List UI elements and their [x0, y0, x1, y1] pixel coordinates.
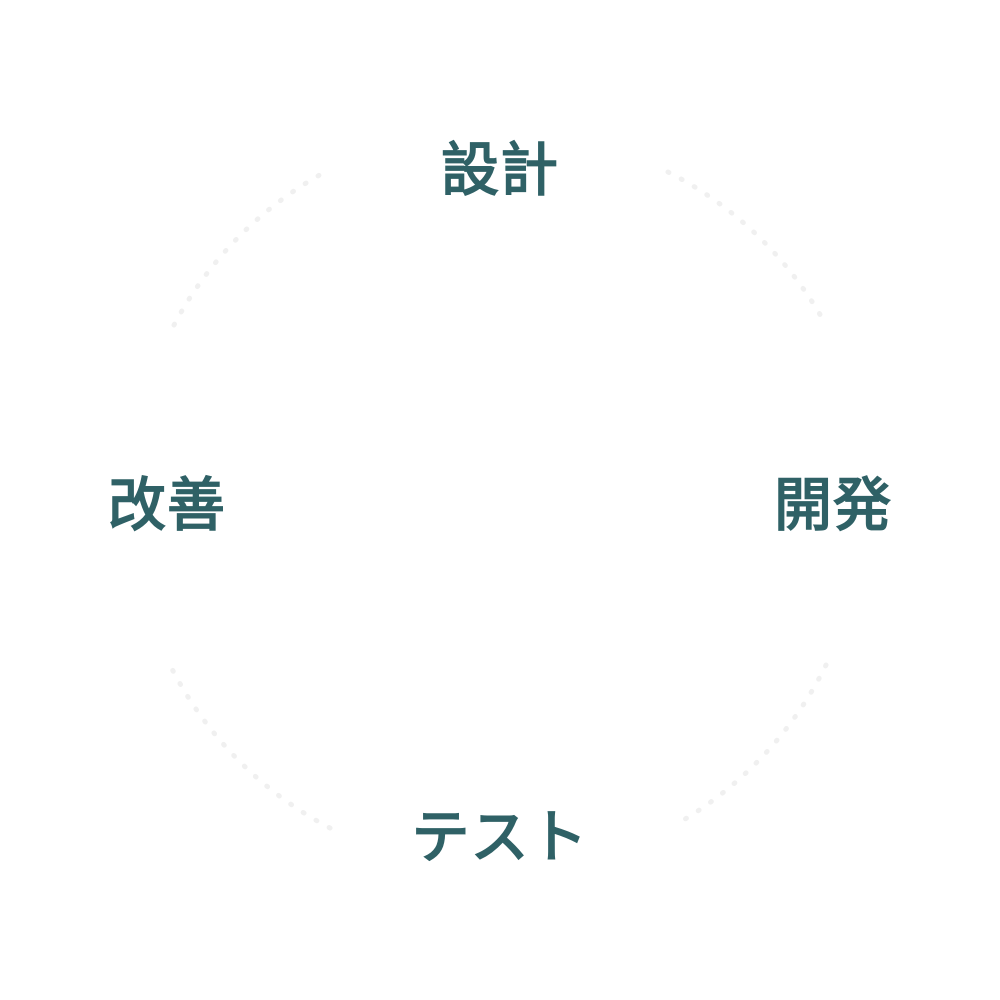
arc-top-left: [171, 169, 328, 328]
step-improvement-label: 改善: [107, 471, 227, 539]
arc-top-right: [665, 169, 829, 328]
arc-bottom-right: [672, 662, 829, 828]
step-test-label: テスト: [411, 803, 589, 871]
step-design-label: 設計: [440, 136, 560, 204]
step-development-label: 開発: [773, 471, 893, 539]
arc-bottom-left: [167, 662, 333, 831]
